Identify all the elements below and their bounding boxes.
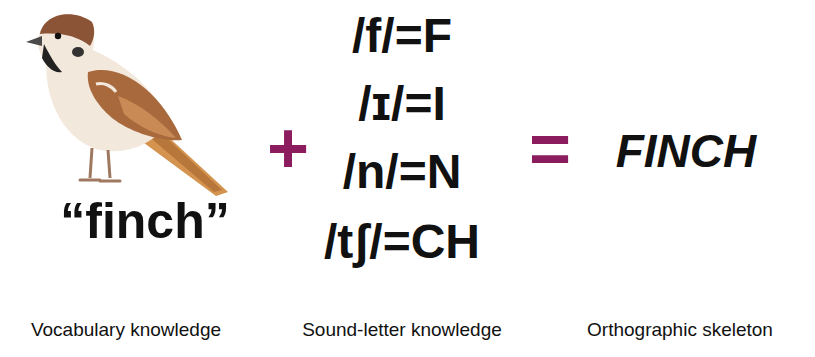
bird-legs (90, 148, 110, 178)
spelled-word: FINCH (616, 128, 757, 174)
caption-label: Sound-letter knowledge (302, 320, 502, 339)
bird-eye (55, 33, 61, 39)
sound-letter-pair: /f/=F (352, 12, 452, 60)
equals-sign: = (529, 112, 571, 184)
bird-cap (40, 14, 94, 46)
bird-wing-bar (96, 83, 116, 92)
bird-beak (26, 36, 42, 46)
caption-label: Vocabulary knowledge (31, 320, 221, 339)
caption-label: Orthographic skeleton (587, 320, 773, 339)
bird-feet (80, 180, 120, 181)
word-in-quotes: “finch” (60, 196, 229, 246)
bird-cheek-spot (72, 47, 84, 57)
bird-bib (42, 44, 62, 72)
sparrow-illustration (0, 0, 260, 200)
bird-wing (88, 70, 182, 140)
bird-wing-stripe (118, 96, 176, 138)
sound-letter-pair: /n/=N (343, 148, 462, 196)
plus-sign: + (267, 112, 309, 184)
sound-letter-pair: /ɪ/=I (358, 80, 446, 128)
sound-letter-pair: /tʃ/=CH (324, 218, 480, 266)
